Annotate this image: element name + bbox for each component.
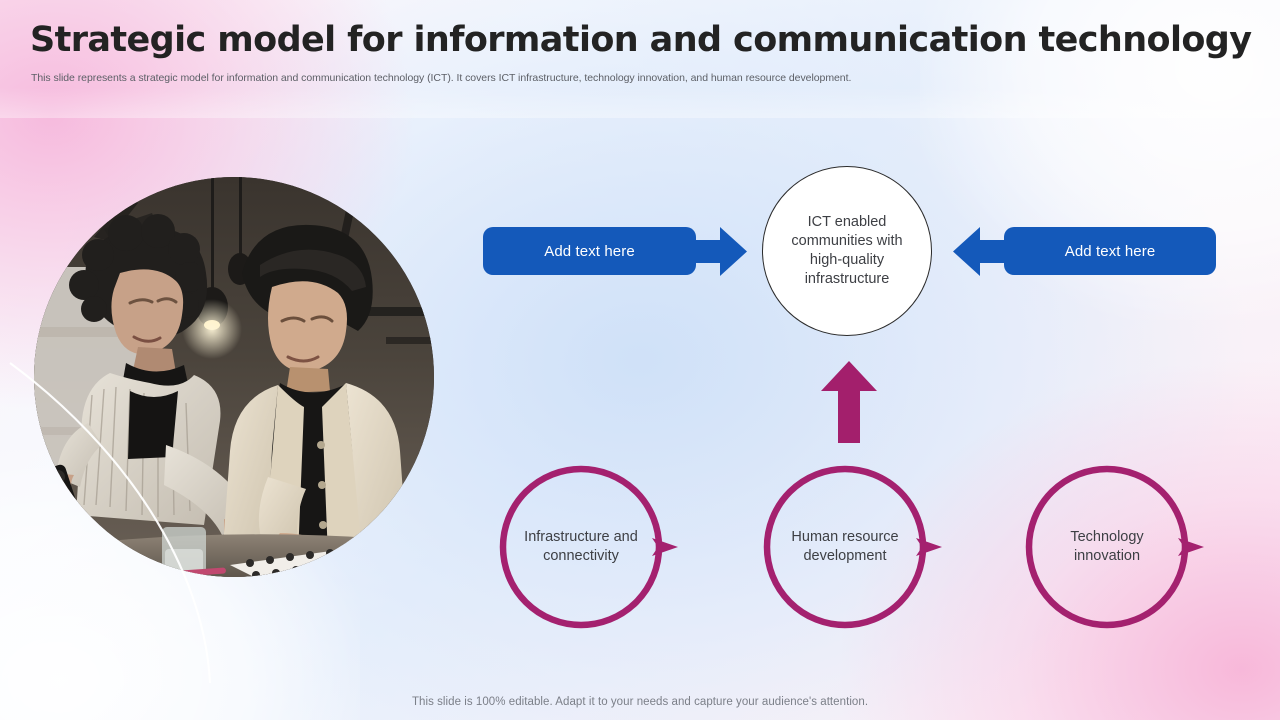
footer-note: This slide is 100% editable. Adapt it to… (411, 696, 869, 708)
pillar-human-resource[interactable]: Human resource development (760, 462, 942, 632)
callout-right-label: Add text here (1064, 242, 1156, 260)
ring-shape-technology (1025, 465, 1204, 629)
slide-subtitle: This slide represents a strategic model … (31, 71, 852, 84)
background-header-band (0, 0, 1280, 118)
slide-header: Strategic model for information and comm… (30, 20, 1252, 85)
page-title: Strategic model for information and comm… (30, 20, 1252, 60)
photo-panel (9, 177, 434, 684)
pillar-technology[interactable]: Technology innovation (1022, 462, 1204, 632)
pillar-infrastructure[interactable]: Infrastructure and connectivity (496, 462, 678, 632)
pillar-human-resource-label: Human resource development (791, 528, 899, 564)
callout-right[interactable]: Add text here (1004, 227, 1216, 275)
pillar-infrastructure-label: Infrastructure and connectivity (524, 528, 638, 564)
team-photo (34, 177, 434, 577)
arrow-right-icon (688, 227, 747, 276)
callout-left-label: Add text here (544, 242, 635, 260)
arrow-up-icon (821, 361, 877, 443)
ring-shape-human-resource (763, 465, 942, 629)
pillar-technology-label: Technology innovation (1070, 528, 1144, 564)
center-node[interactable]: ICT enabled communities with high-qualit… (762, 166, 932, 336)
center-node-label: ICT enabled communities with high-qualit… (791, 213, 903, 288)
ring-shape-infrastructure (499, 465, 678, 629)
callout-left[interactable]: Add text here (483, 227, 696, 275)
arrow-left-icon (953, 227, 1012, 276)
